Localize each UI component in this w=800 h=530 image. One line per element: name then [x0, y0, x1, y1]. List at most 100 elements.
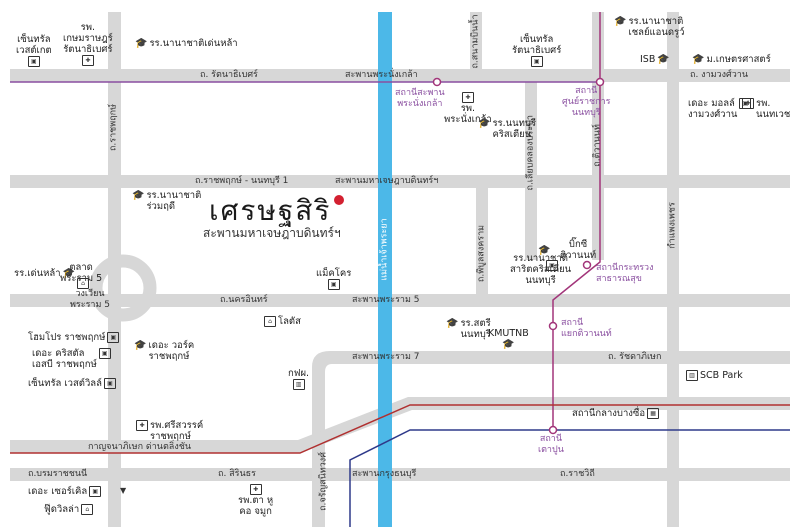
road-label-phibunsongkhram: ถ.พิบูลสงคราม: [476, 224, 487, 283]
poi-label: รร.สตรี นนทบุรี: [460, 318, 491, 340]
poi-central-westville[interactable]: เซ็นทรัล เวสต์วิลล์▣: [28, 378, 118, 389]
poi-nonthavej[interactable]: ✚รพ. นนทเวช: [740, 98, 790, 120]
poi-kasemrad[interactable]: รพ. เกษมราษฎร์ รัตนาธิเบศร์✚: [63, 22, 113, 66]
brand-subtitle: สะพานมหาเจษฎาบดินทร์ฯ: [203, 226, 341, 240]
poi-sriwarin[interactable]: ✚รพ.ศรีสวรรค์ ราชพฤกษ์: [134, 420, 203, 442]
river-label: แม่น้ำเจ้าพระยา: [379, 218, 390, 281]
road-label-rattanathibet: ถ. รัตนาธิเบศร์: [200, 70, 258, 80]
poi-label: บิ๊กซี ติวานนท์: [560, 239, 597, 261]
mall-icon: ▣: [530, 56, 543, 67]
poi-future-villa[interactable]: ฟู๊ดวิลล่า⌂: [44, 504, 95, 515]
poi-nonthaburi-christian[interactable]: 🎓รร.นนทบุรี คริสเตียน: [476, 118, 536, 140]
poi-label: รร.นานาชาติ สาริตคริสเตียน นนทบุรี: [510, 253, 572, 286]
poi-label: รร.นนทบุรี คริสเตียน: [492, 118, 537, 140]
station-phra-nang-klao[interactable]: สถานีสะพาน พระนั่งเกล้า: [395, 88, 445, 109]
road-label-ngamwongwan: ถ. งามวงศ์วาน: [690, 70, 748, 80]
poi-label: รพ.ศรีสวรรค์ ราชพฤกษ์: [150, 420, 204, 442]
road-kamphaeng-phet: [667, 12, 679, 527]
road-label-ratchaphruek: ถ.ราชพฤกษ์: [108, 103, 119, 152]
poi-makro[interactable]: แม็คโคร▣: [316, 268, 351, 290]
poi-label: เดอะ คริสตัล เอสบี ราชพฤกษ์: [32, 348, 97, 370]
poi-label: รพ. นนทเวช: [756, 98, 791, 120]
poi-satree-nonthaburi[interactable]: 🎓รร.สตรี นนทบุรี: [444, 318, 491, 340]
station-marker-ministry-health: [582, 260, 592, 270]
mall-icon: ▣: [103, 378, 116, 389]
school-icon: 🎓: [134, 339, 147, 351]
poi-label: กฟผ.: [288, 368, 310, 379]
road-label-rama7-bridge: สะพานพระราม 7: [352, 352, 420, 362]
poi-isb[interactable]: ISB🎓: [640, 54, 672, 65]
station-bang-sue-central[interactable]: สถานีกลางบางซื่อ▦: [572, 408, 661, 419]
building-icon: ▥: [686, 370, 698, 381]
poi-label: แม็คโคร: [316, 268, 352, 279]
rama5-roundabout: [89, 254, 157, 322]
station-tao-poon[interactable]: สถานี เตาปูน: [538, 434, 564, 455]
road-sanambinnam: [470, 12, 482, 82]
road-label-kanchanaphisek: กาญจนาภิเษก ด่านตลิ่งชัน: [88, 442, 191, 452]
hospital-icon: ✚: [136, 420, 148, 431]
poi-label: รร.นานาชาติเด่นหล้า: [149, 38, 238, 49]
poi-kofo[interactable]: กฟผ.▥: [288, 368, 309, 390]
poi-yanhee[interactable]: ✚รพ.ตา หู คอ จมูก: [238, 484, 273, 517]
mall-icon: ▣: [107, 332, 120, 343]
poi-kmutnb[interactable]: KMUTNB🎓: [488, 328, 529, 350]
poi-label: รร.นานาชาติ เชลย์แอนดรูว์: [628, 16, 685, 38]
poi-label: เดอะ เซอร์เคิล: [28, 486, 88, 497]
road-label-rama5-bridge: สะพานพระราม 5: [352, 295, 420, 305]
poi-label: SCB Park: [700, 370, 743, 381]
poi-denla-left[interactable]: รร.เด่นหล้า🎓: [14, 268, 77, 279]
poi-big-c-tiwanon[interactable]: บิ๊กซี ติวานนท์: [560, 239, 596, 261]
poi-label: รพ. เกษมราษฎร์ รัตนาธิเบศร์: [63, 22, 113, 55]
road-label-kamphaeng-phet: กำแพงเพชร: [667, 202, 678, 249]
road-kanchanaphisek: [10, 397, 790, 453]
station-marker-phra-nang-klao: [432, 77, 442, 87]
road-ratchaphruek: [108, 12, 121, 527]
poi-label: รพ.ตา หู คอ จมูก: [238, 495, 274, 517]
station-marker-govt-center: [595, 77, 605, 87]
station-ministry-of-health[interactable]: สถานีกระทรวง สาธารณสุข: [596, 263, 654, 284]
station-govt-center-nonthaburi[interactable]: สถานี ศูนย์ราชการ นนทบุรี: [562, 86, 611, 118]
school-icon: 🎓: [132, 189, 145, 201]
hospital-icon: ✚: [249, 484, 262, 495]
poi-shrewsbury[interactable]: 🎓รร.นานาชาติ เชลย์แอนดรูว์: [612, 16, 684, 38]
purple-line-diagonal: [552, 12, 601, 430]
poi-lotus[interactable]: ⌂โลตัส: [262, 316, 301, 327]
road-label-ratchaphruek-nonthaburi1: ถ.ราชพฤกษ์ - นนทบุรี 1: [195, 176, 289, 186]
poi-label: ตลาด พระราม 5: [60, 262, 103, 284]
poi-homepro[interactable]: โฮมโปร ราชพฤกษ์▣: [28, 332, 121, 343]
road-label-charan: ถ.จรัญสนิทวงศ์: [318, 452, 329, 511]
poi-scb-park[interactable]: ▥SCB Park: [684, 370, 743, 381]
poi-phranangklao-hosp[interactable]: ✚รพ. พระนั่งเกล้า: [444, 92, 492, 125]
station-bang-sue-central-label: สถานีกลางบางซื่อ: [572, 408, 646, 419]
road-label-krungthon-bridge: สะพานกรุงธนบุรี: [352, 469, 417, 479]
poi-sarasas[interactable]: รร.นานาชาติ สาริตคริสเตียน นนทบุรี: [510, 253, 571, 286]
poi-kasetsart[interactable]: 🎓ม.เกษตรศาสตร์: [690, 54, 771, 65]
hospital-icon: ✚: [461, 92, 474, 103]
poi-central-rattanathibet[interactable]: เซ็นทรัล รัตนาธิเบศร์▣: [512, 34, 561, 67]
market-icon: ⌂: [264, 316, 276, 327]
poi-central-westgate[interactable]: เซ็นทรัล เวสต์เกต▣: [16, 34, 52, 67]
poi-nanachat-denla[interactable]: 🎓รร.นานาชาติเด่นหล้า: [133, 38, 238, 49]
poi-ruamrudee[interactable]: 🎓รร.นานาชาติ ร่วมฤดี: [130, 190, 201, 212]
road-label-tiwanon: ถ.ติวานนท์: [592, 124, 603, 167]
station-khae-tiwanon[interactable]: สถานี แยกติวานนท์: [561, 318, 612, 339]
school-icon: 🎓: [478, 117, 491, 129]
road-label-maha-chesadabodin: สะพานมหาเจษฎาบดินทร์ฯ: [335, 176, 439, 186]
poi-label: โฮมโปร ราชพฤกษ์: [28, 332, 106, 343]
poi-label: โลตัส: [278, 316, 301, 327]
poi-label: เดอะ มอลล์ งามวงศ์วาน: [688, 98, 738, 120]
road-tiwanon-vertical: [592, 12, 604, 260]
school-icon: 🎓: [614, 15, 627, 27]
poi-crystal[interactable]: เดอะ คริสตัล เอสบี ราชพฤกษ์▣: [32, 348, 113, 370]
mall-icon: ▣: [98, 348, 111, 359]
poi-talad-rama5[interactable]: ตลาด พระราม 5: [60, 262, 102, 284]
poi-circle-ratchaphruek[interactable]: เดอะ เซอร์เคิล▣: [28, 486, 103, 497]
poi-world-ratchaphruek[interactable]: 🎓เดอะ วอร์ค ราชพฤกษ์: [132, 340, 194, 362]
mall-icon: ▣: [89, 486, 102, 497]
poi-label: เซ็นทรัล รัตนาธิเบศร์: [512, 34, 562, 56]
road-borommaratchachonnani: [10, 468, 790, 481]
station-markers: [432, 77, 605, 435]
school-icon: 🎓: [62, 267, 76, 279]
